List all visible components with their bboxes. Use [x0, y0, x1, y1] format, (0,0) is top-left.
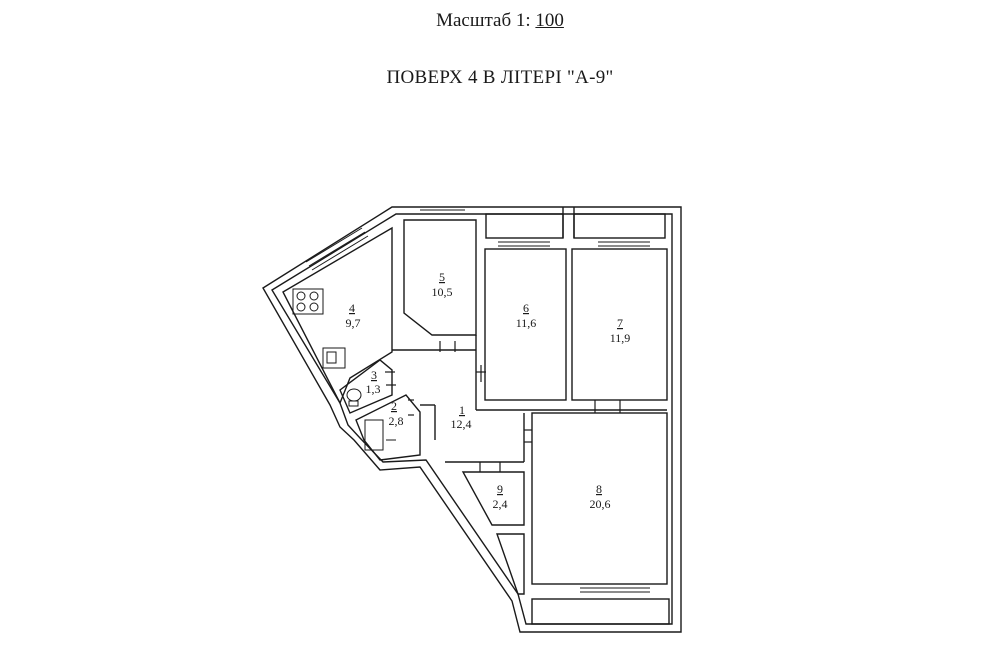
bathtub-icon — [364, 419, 396, 451]
loggia-bottom — [531, 598, 670, 625]
room-8-area: 20,6 — [590, 497, 611, 511]
room-5-number: 5 — [439, 270, 445, 284]
room-4-outline — [282, 226, 393, 405]
window-top-2 — [498, 237, 550, 247]
scale-caption: Масштаб 1: 100 — [0, 10, 1000, 32]
room-5-outline — [403, 219, 477, 336]
scale-label: Масштаб 1: — [436, 10, 531, 31]
room-9-area: 2,4 — [493, 497, 508, 511]
window-top-3 — [598, 237, 650, 247]
room-6-area: 11,6 — [516, 316, 537, 330]
room-2-area: 2,8 — [389, 414, 404, 428]
room-6-outline — [484, 248, 567, 401]
room-1-number: 1 — [459, 403, 465, 417]
floor-title: ПОВЕРХ 4 В ЛІТЕРІ "А-9" — [386, 67, 614, 88]
room-2-outline — [355, 394, 421, 461]
outer-wall — [262, 206, 682, 633]
room-3-outline — [339, 359, 393, 414]
room-7-number: 7 — [617, 316, 623, 330]
loggia-top-left — [485, 213, 564, 239]
room-3-area: 1,3 — [366, 382, 381, 396]
room-8-number: 8 — [596, 482, 602, 496]
room-4-area: 9,7 — [346, 316, 361, 330]
room-9-outline — [461, 471, 525, 526]
room-4-number: 4 — [349, 301, 355, 315]
toilet-icon — [346, 388, 362, 407]
niche-outline — [496, 533, 525, 595]
window-kitchen — [305, 227, 369, 271]
room-3-number: 3 — [371, 368, 377, 382]
window-bottom — [580, 583, 650, 593]
room-9-number: 9 — [497, 482, 503, 496]
sink-icon — [322, 347, 346, 369]
room-2-number: 2 — [391, 399, 397, 413]
stove-icon — [292, 288, 324, 315]
inner-wall-outline — [271, 213, 673, 625]
room-7-area: 11,9 — [610, 331, 631, 345]
room-5-area: 10,5 — [432, 285, 453, 299]
scale-value: 100 — [535, 10, 564, 31]
loggia-top-right — [573, 213, 666, 239]
room-1-area: 12,4 — [451, 417, 472, 431]
room-6-number: 6 — [523, 301, 529, 315]
window-top-1 — [420, 206, 465, 215]
